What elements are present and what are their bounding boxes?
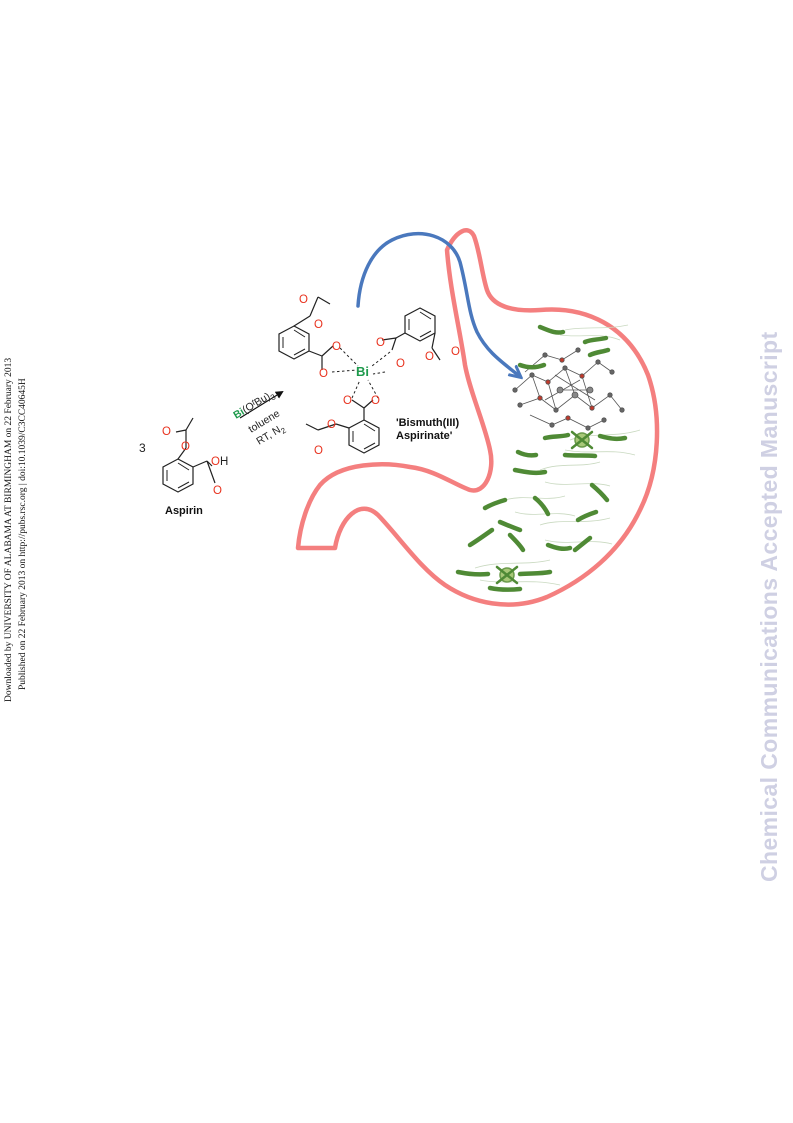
aspirin-ester-oxygen: O [181, 441, 190, 453]
reagent-subscript: 3 [269, 392, 278, 402]
aspirin-hydroxyl-hydrogen: H [220, 456, 228, 468]
bismuth-center: Bi [356, 364, 369, 379]
bismuth-aspirinate-structure [278, 296, 441, 454]
helicobacter-bacteria [455, 324, 641, 592]
product-oxygen-3: O [332, 341, 341, 353]
aspirin-label: Aspirin [165, 505, 203, 517]
product-oxygen-2: O [314, 319, 323, 331]
aspirin-structure: 3 O O O H O Aspirin [139, 417, 228, 517]
product-oxygen-6: O [396, 358, 405, 370]
reaction-arrow-group: Bi(OtBu)3 toluene RT, N2 [231, 387, 288, 447]
product-oxygen-7: O [425, 351, 434, 363]
product-oxygen-1: O [299, 294, 308, 306]
product-oxygen-10: O [371, 395, 380, 407]
reagent-formula: Bi(OtBu)3 [231, 387, 278, 423]
aspirin-carbonyl-oxygen-1: O [162, 426, 171, 438]
product-atom-labels: O O O O O O O O O O O O Bi 'Bismuth(III)… [299, 294, 460, 457]
product-oxygen-4: O [319, 368, 328, 380]
conditions-subscript: 2 [279, 426, 288, 436]
reagent-ligand: (O [240, 400, 256, 416]
product-oxygen-9: O [343, 395, 352, 407]
product-oxygen-8: O [451, 346, 460, 358]
aspirin-hydroxyl-oxygen: O [211, 456, 220, 468]
ingestion-arrow [356, 231, 518, 375]
product-name-line2: Aspirinate' [396, 430, 453, 442]
product-oxygen-12: O [314, 445, 323, 457]
stomach-outline [295, 228, 660, 607]
product-oxygen-5: O [376, 337, 385, 349]
product-oxygen-11: O [327, 419, 336, 431]
bismuth-cluster-structure [512, 347, 625, 431]
aspirin-carbonyl-oxygen-2: O [213, 485, 222, 497]
stoichiometry-coefficient: 3 [139, 441, 146, 455]
reagent-ligand-italic: t [250, 397, 257, 406]
product-name-line1: 'Bismuth(III) [396, 417, 459, 429]
